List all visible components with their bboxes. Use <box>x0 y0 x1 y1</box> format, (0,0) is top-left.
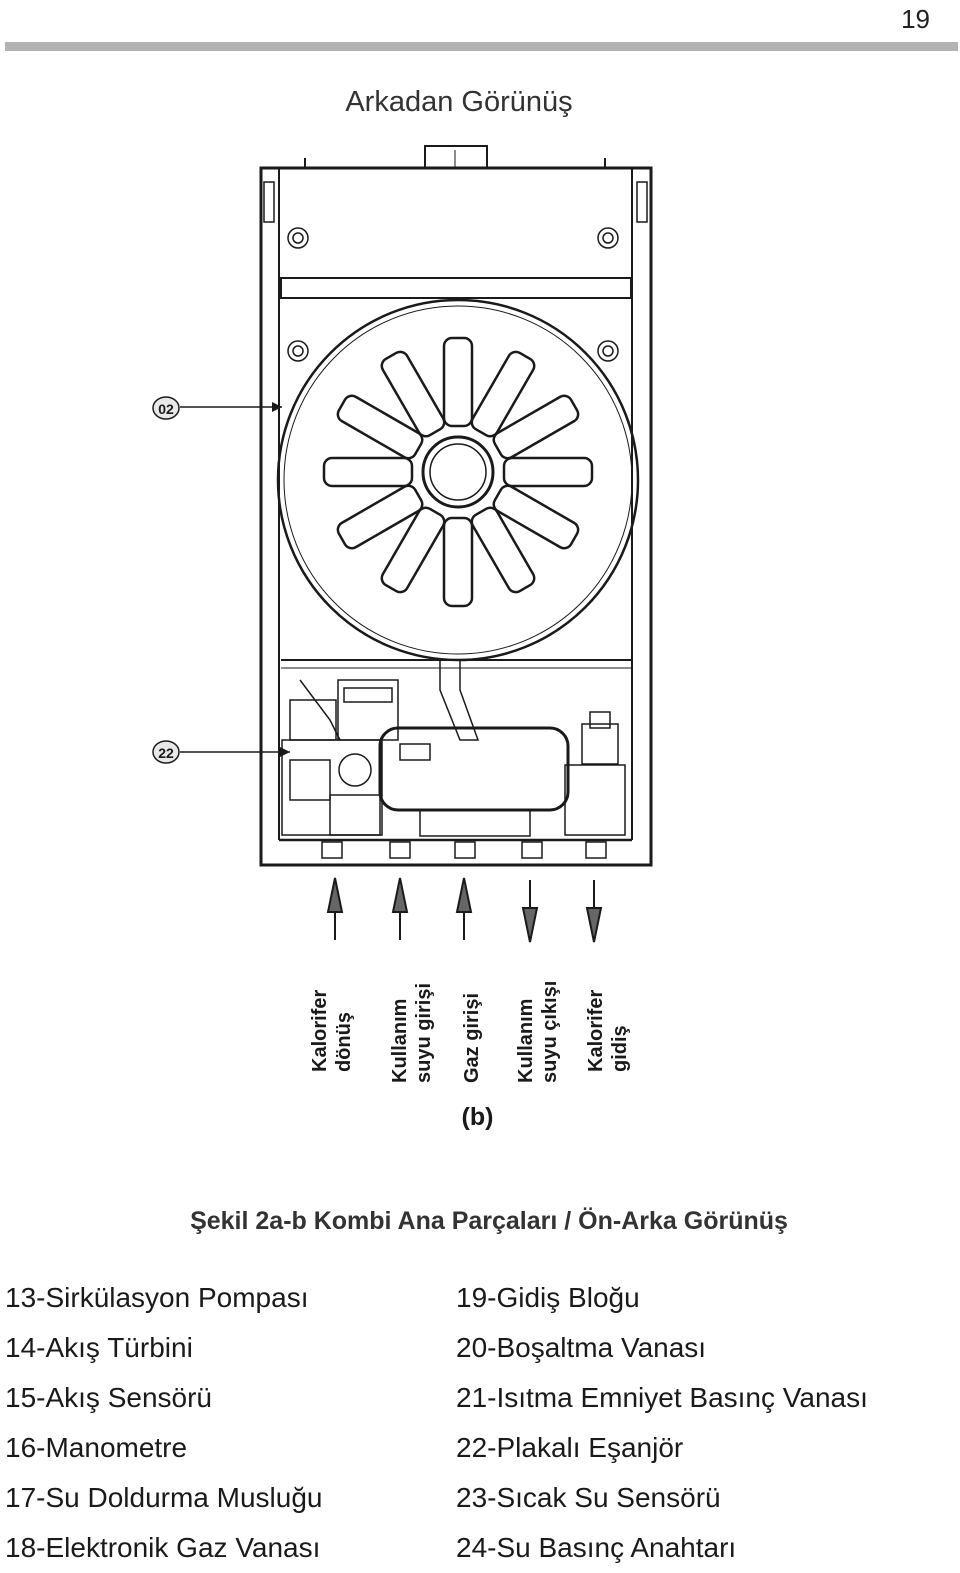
header-rule <box>5 42 958 51</box>
subfigure-label: (b) <box>461 1103 494 1131</box>
flue-connector <box>424 145 488 169</box>
flow-arrows <box>326 877 603 943</box>
callout-02: 02 <box>152 396 282 420</box>
legend-item: 17-Su Doldurma Musluğu <box>5 1482 323 1513</box>
legend-item: 21-Isıtma Emniyet Basınç Vanası <box>456 1382 868 1413</box>
legend-item: 16-Manometre <box>5 1432 188 1463</box>
legend-item: 23-Sıcak Su Sensörü <box>456 1482 721 1513</box>
vessel-hub <box>421 435 495 509</box>
callout-02-label: 02 <box>158 401 174 417</box>
arrow-down-hot-water-outlet <box>521 880 539 943</box>
callout-22: 22 <box>152 740 290 764</box>
legend-item: 18-Elektronik Gaz Vanası <box>5 1532 321 1563</box>
boiler-case <box>259 166 653 867</box>
arrow-up-cold-water-inlet <box>391 877 409 940</box>
legend-item: 14-Akış Türbini <box>5 1332 193 1363</box>
view-title: Arkadan Görünüş <box>345 86 573 118</box>
figure-caption: Şekil 2a-b Kombi Ana Parçaları / Ön-Arka… <box>190 1207 788 1235</box>
legend-item: 22-Plakalı Eşanjör <box>456 1432 684 1463</box>
page-number: 19 <box>901 4 930 34</box>
legend-right-column: 19-Gidiş Bloğu 20-Boşaltma Vanası 21-Isı… <box>456 1273 868 1573</box>
hydraulic-group <box>281 660 626 837</box>
legend-item: 24-Su Basınç Anahtarı <box>456 1532 737 1563</box>
legend-left-column: 13-Sirkülasyon Pompası 14-Akış Türbini 1… <box>5 1273 323 1573</box>
arrow-up-gas-inlet <box>455 877 473 940</box>
callout-22-label: 22 <box>158 745 174 761</box>
legend-item: 20-Boşaltma Vanası <box>456 1332 707 1363</box>
connection-label-gas-inlet: Gaz girişi <box>461 992 483 1083</box>
bracket-bar <box>280 277 632 299</box>
arrow-up-heating-return <box>326 877 344 940</box>
vessel-ribs <box>322 336 594 608</box>
boiler-rear-view-drawing: 02 22 <box>152 145 653 943</box>
legend-item: 15-Akış Sensörü <box>5 1382 212 1413</box>
arrow-down-heating-flow <box>585 880 603 943</box>
pipe-nipples <box>321 841 607 859</box>
legend-item: 13-Sirkülasyon Pompası <box>5 1282 309 1313</box>
mounting-holes <box>287 227 619 362</box>
legend-item: 19-Gidiş Bloğu <box>456 1282 640 1313</box>
